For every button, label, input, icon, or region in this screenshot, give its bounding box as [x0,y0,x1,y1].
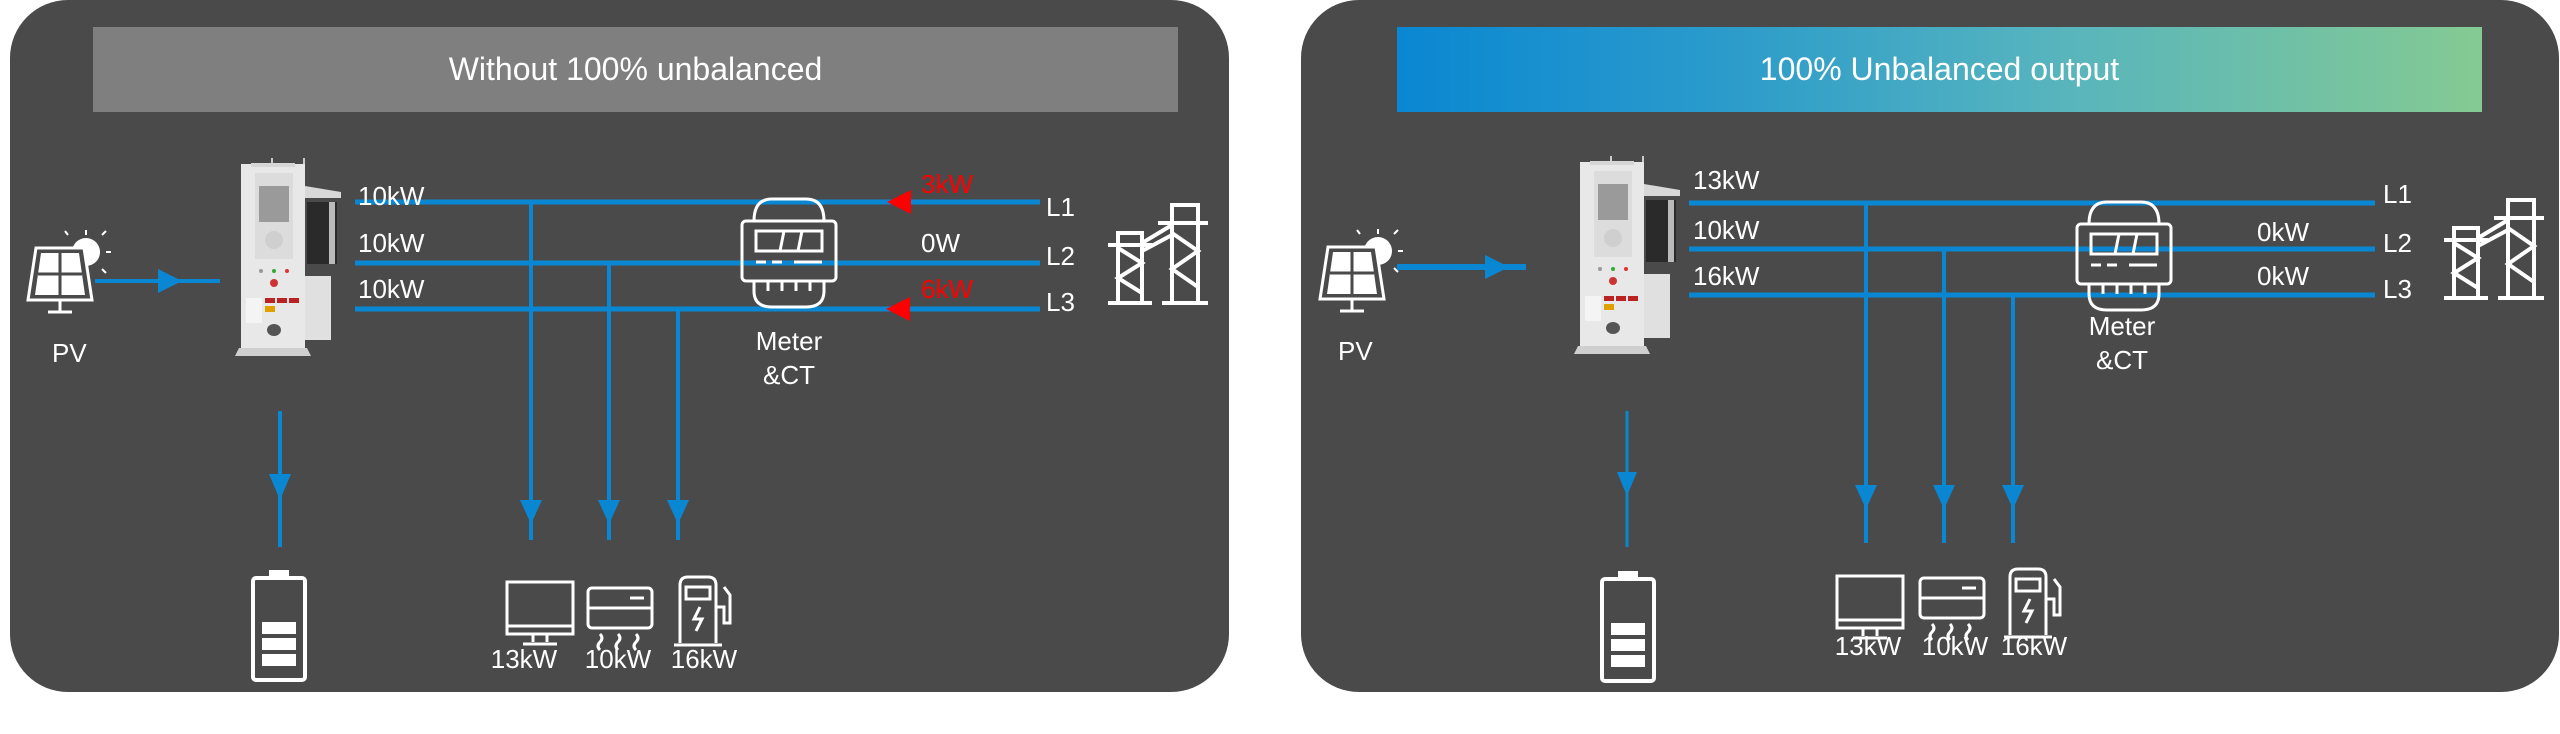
right-l3-grid-value: 0kW [2257,261,2309,291]
right-drop-arrow-2 [1933,485,1955,509]
left-meter-icon [740,197,838,309]
right-ct-label: &CT [2096,345,2148,375]
right-load-ev-charger-icon [2002,567,2062,639]
right-load-monitor-icon [1835,574,1905,640]
right-load-1-value: 13kW [1835,631,1902,661]
right-grid-tower-icon [2442,198,2546,300]
left-l1-grid-value: 3kW [921,169,973,199]
right-drop-arrow-3 [2002,485,2024,509]
left-ct-label: &CT [763,360,815,390]
right-panel-unbalanced-output: 100% Unbalanced output [1301,0,2559,692]
left-phase-l2-label: L2 [1046,241,1075,271]
right-load-2-value: 10kW [1922,631,1989,661]
left-l3-import-arrow [886,297,910,321]
left-load-monitor-icon [505,580,575,646]
right-battery-icon [1600,569,1656,683]
left-diagram: PV 10kW 10kW 10kW Meter &CT 3kW 0W 6kW L… [26,158,1210,682]
right-panel-title: 100% Unbalanced output [1397,27,2482,112]
left-load-2-value: 10kW [585,644,652,674]
left-drop-arrow-2 [598,500,620,524]
left-grid-tower-icon [1106,203,1210,305]
right-l2-output: 10kW [1693,215,1760,245]
left-panel-without-unbalanced: Without 100% unbalanced [10,0,1229,692]
right-drop-arrow-1 [1855,485,1877,509]
left-load-air-conditioner-icon [586,586,654,652]
left-meter-label: Meter [756,326,823,356]
right-phase-l1-label: L1 [2383,179,2412,209]
right-phase-l2-label: L2 [2383,228,2412,258]
right-pv-solar-panel-icon [1318,227,1405,313]
left-load-ev-charger-icon [672,575,732,647]
left-pv-flow-arrow [158,269,182,293]
left-pv-label: PV [52,338,87,368]
left-l3-output: 10kW [358,274,425,304]
right-l2-grid-value: 0kW [2257,217,2309,247]
left-pv-solar-panel-icon [26,228,113,314]
left-battery-flow-arrow [269,474,291,500]
left-l1-import-arrow [887,190,911,214]
left-l3-grid-value: 6kW [921,274,973,304]
left-phase-l1-label: L1 [1046,192,1075,222]
right-load-3-value: 16kW [2001,631,2068,661]
right-l1-output: 13kW [1693,165,1760,195]
left-load-1-value: 13kW [491,644,558,674]
left-l2-grid-value: 0W [921,228,960,258]
left-drop-arrow-3 [667,500,689,524]
left-drop-arrow-1 [520,500,542,524]
left-panel-title: Without 100% unbalanced [93,27,1178,112]
left-l1-output: 10kW [358,181,425,211]
right-inverter-icon [1574,156,1680,354]
right-pv-flow-arrow [1485,255,1509,279]
left-phase-l3-label: L3 [1046,287,1075,317]
right-l3-output: 16kW [1693,261,1760,291]
right-meter-label: Meter [2089,311,2156,341]
left-battery-icon [251,568,307,682]
right-phase-l3-label: L3 [2383,274,2412,304]
right-pv-label: PV [1338,336,1373,366]
left-inverter-icon [235,158,341,356]
right-diagram: PV 13kW 10kW 16kW Meter &CT 0kW 0kW L1 L… [1318,156,2546,683]
left-l2-output: 10kW [358,228,425,258]
right-battery-flow-arrow [1617,472,1637,496]
left-load-3-value: 16kW [671,644,738,674]
